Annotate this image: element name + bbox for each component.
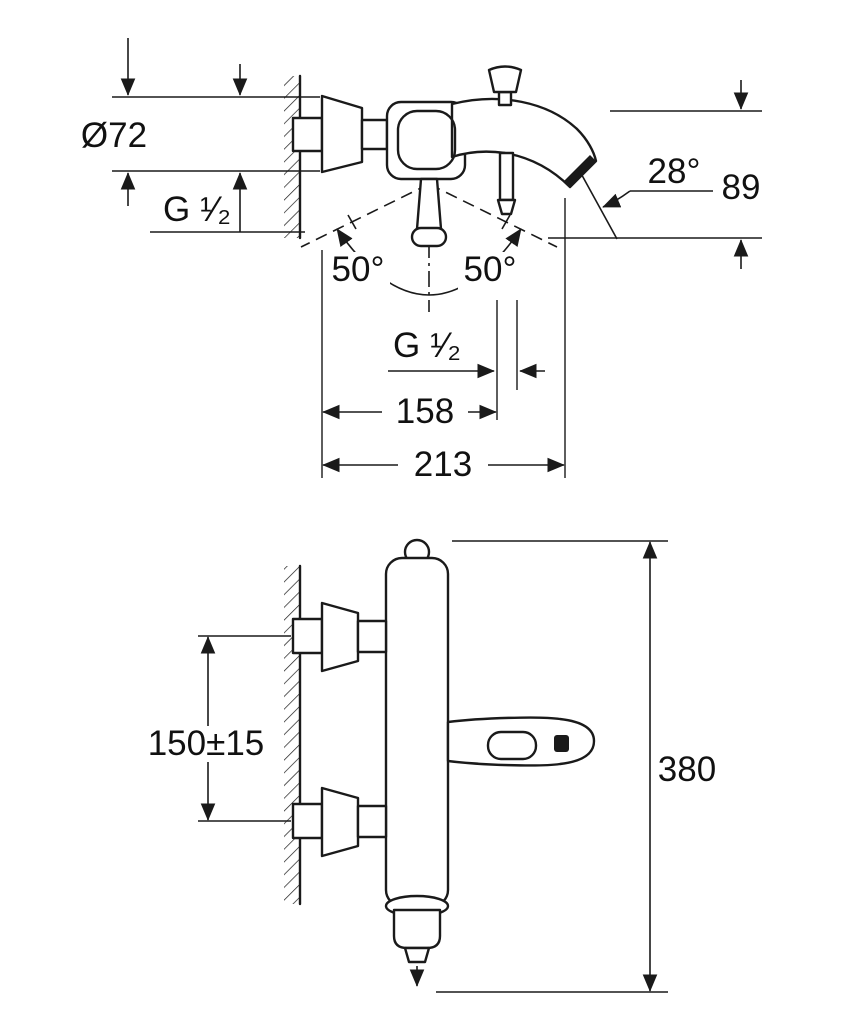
swing-tick-left	[347, 214, 357, 230]
dim-shower-outlet-thread: G ¹⁄₂	[388, 300, 545, 420]
label-inlet-spacing: 150±15	[148, 724, 265, 763]
label-inlet-thread: G ¹⁄₂	[163, 190, 231, 229]
upper-union-nut	[291, 617, 324, 655]
label-mask	[398, 448, 488, 482]
label-swing-left: 50°	[332, 250, 385, 289]
dim-spout-angle: 28°	[577, 152, 713, 240]
hose-outlet-stub	[498, 151, 515, 202]
lever-handle-stem	[415, 177, 443, 231]
label-spout-angle: 28°	[648, 152, 701, 191]
inlet-stub	[360, 118, 389, 151]
label-mask	[382, 395, 468, 429]
wall-hatching	[284, 76, 300, 238]
label-swing-right: 50°	[464, 250, 517, 289]
top-view: Ø72 G ¹⁄₂ 28° 89 50° 50°	[81, 38, 762, 484]
lower-union-nut	[291, 802, 324, 840]
label-wall-to-shower-outlet: 158	[396, 392, 454, 431]
lever-handle-cap	[410, 226, 448, 248]
hose-outlet-tip	[496, 198, 517, 216]
upper-inlet-stub	[356, 619, 388, 654]
spout	[450, 97, 598, 189]
dim-overall-height: 380	[436, 540, 716, 993]
body-face-detail	[396, 109, 457, 171]
wall-section-side	[284, 74, 302, 240]
dim-wall-to-spout-outlet: 213	[322, 198, 566, 484]
diverter-knob	[487, 65, 523, 94]
inlet-escutcheon	[320, 94, 364, 174]
swing-tick-right	[501, 214, 511, 230]
dim-inlet-spacing: 150±15	[136, 635, 291, 822]
dim-escutcheon-diameter: Ø72	[81, 38, 320, 206]
front-view: 150±15 380	[136, 538, 716, 993]
paddle-logo-mark	[554, 735, 569, 752]
dim-handle-swing: 50° 50°	[326, 228, 522, 296]
body-column	[384, 556, 450, 908]
inlet-union-nut	[291, 116, 324, 153]
aerator-cup	[392, 908, 442, 950]
faucet-side-profile	[291, 65, 598, 248]
label-escutcheon-diameter: Ø72	[81, 116, 147, 155]
lever-paddle	[446, 716, 596, 767]
faucet-front-profile	[291, 538, 596, 987]
dim-outlet-height: 89	[548, 80, 762, 269]
swing-line-left	[300, 183, 430, 248]
lower-escutcheon	[320, 786, 360, 858]
paddle-cutout	[486, 730, 538, 761]
lower-inlet-stub	[356, 804, 388, 839]
spout-axis-line	[577, 167, 618, 240]
wall-section-front	[284, 564, 302, 906]
swing-line-right	[428, 183, 558, 248]
wall-hatching	[284, 566, 300, 904]
angle-leader-arc	[602, 190, 631, 208]
label-mask	[458, 252, 522, 290]
label-mask	[326, 252, 390, 290]
label-overall-height: 380	[658, 750, 716, 789]
label-shower-outlet-thread: G ¹⁄₂	[393, 326, 461, 365]
aerator-tip	[403, 946, 431, 964]
dim-inlet-thread: G ¹⁄₂	[150, 172, 305, 233]
label-mask	[136, 726, 278, 762]
label-outlet-height: 89	[722, 168, 761, 207]
diverter-stem	[497, 90, 513, 107]
dim-wall-to-shower-outlet: 158	[321, 250, 497, 478]
label-wall-to-spout-outlet: 213	[414, 445, 472, 484]
upper-escutcheon	[320, 601, 360, 673]
